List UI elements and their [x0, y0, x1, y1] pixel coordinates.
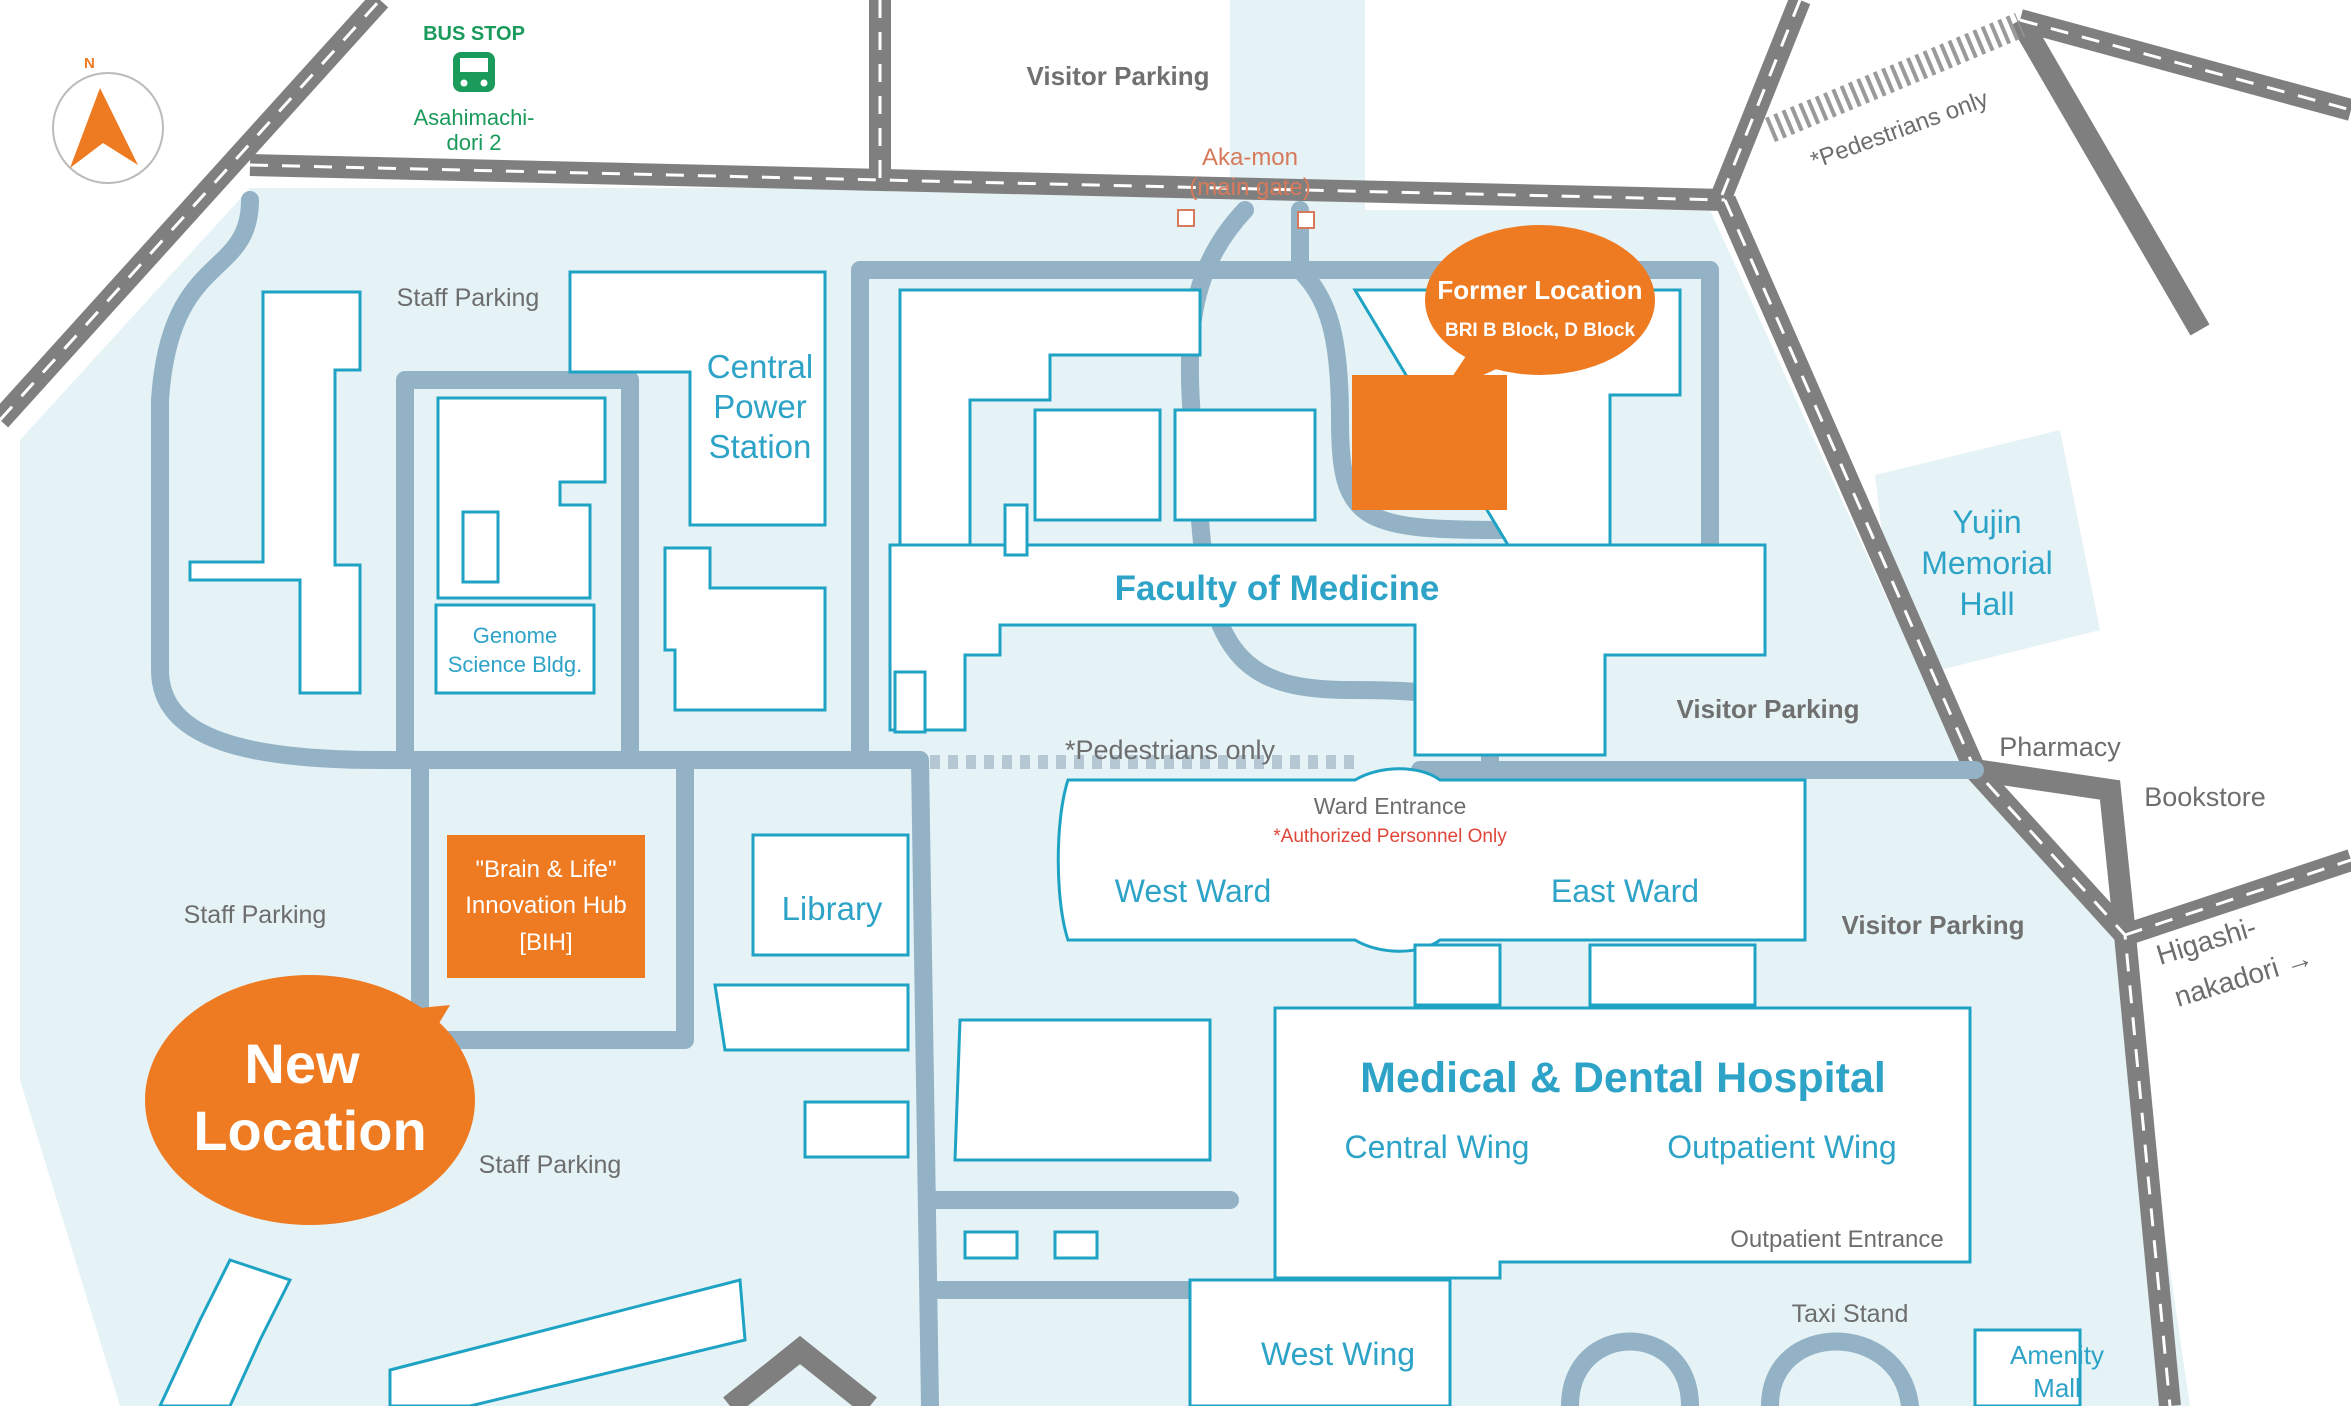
ward-building [1056, 767, 1807, 953]
ward-link-a [1413, 943, 1502, 1007]
new-location-line2: Location [193, 1099, 426, 1162]
west-wing-label: West Wing [1261, 1336, 1415, 1372]
visitor-parking-mid-label: Visitor Parking [1676, 694, 1859, 724]
authorized-personnel-label: *Authorized Personnel Only [1273, 826, 1507, 847]
new-location-line1: New [244, 1032, 360, 1095]
amenity-label-line1: Amenity [2010, 1340, 2104, 1370]
bih-line1: "Brain & Life" [475, 856, 616, 883]
former-location-callout: Former Location BRI B Block, D Block [1425, 225, 1655, 395]
small-building-b [963, 1230, 1019, 1260]
faculty-annex [893, 670, 927, 734]
amenity-mall-building [1973, 1328, 2082, 1406]
gate-post-left [1177, 209, 1195, 227]
genome-label-line1: Genome [473, 623, 557, 648]
genome-label-line2: Science Bldg. [448, 652, 583, 677]
building-left [188, 290, 362, 695]
central-power-station-building [568, 270, 827, 527]
visitor-parking-top-label: Visitor Parking [1026, 61, 1209, 91]
south-building-b [388, 1278, 747, 1406]
bih-building [447, 835, 645, 978]
former-location-block [1352, 375, 1507, 510]
west-ward-label: West Ward [1115, 873, 1271, 909]
genome-science-building [434, 603, 596, 695]
central-power-label-line2: Power [713, 388, 807, 425]
bih-line3: [BIH] [519, 929, 572, 956]
buildings [158, 270, 2082, 1406]
staff-parking-top-label: Staff Parking [397, 284, 540, 312]
compass: N [52, 55, 164, 184]
yujin-hall-ground [1875, 430, 2100, 680]
ward-link-b [1588, 943, 1757, 1007]
ward-entrance-label: Ward Entrance [1314, 793, 1467, 819]
yujin-label-line1: Yujin [1952, 504, 2021, 540]
south-building-a [158, 1258, 293, 1406]
taxi-stand-label: Taxi Stand [1792, 1300, 1909, 1328]
new-location-callout: New Location [145, 975, 475, 1225]
former-location-title: Former Location [1437, 275, 1642, 305]
gate-label-line1: Aka-mon [1202, 144, 1298, 171]
outpatient-entrance-label: Outpatient Entrance [1730, 1226, 1943, 1253]
genome-annex [461, 510, 500, 584]
building-central-low [663, 546, 827, 712]
library-building [751, 833, 910, 957]
central-power-label-line1: Central [707, 348, 813, 385]
faculty-small-block [1003, 503, 1029, 557]
staff-parking-left-label: Staff Parking [184, 901, 327, 929]
staff-parking-bottom-label: Staff Parking [479, 1151, 622, 1179]
bus-stop-title: BUS STOP [423, 23, 525, 45]
medical-dental-hospital [1273, 1006, 1972, 1280]
north-arrow-icon [70, 88, 138, 168]
bih-line2: Innovation Hub [465, 892, 626, 919]
gate-label-line2: (main gate) [1189, 174, 1310, 201]
bus-icon [453, 52, 495, 92]
gate-post-right [1297, 211, 1315, 229]
bus-stop-name-line2: dori 2 [446, 130, 501, 155]
bih-label: "Brain & Life" Innovation Hub [BIH] [465, 856, 626, 956]
visitor-parking-right-label: Visitor Parking [1841, 910, 2024, 940]
central-power-label-line3: Station [709, 428, 812, 465]
pedestrians-only-mid-label: *Pedestrians only [1065, 735, 1276, 765]
library-annex [713, 983, 910, 1052]
yujin-label-line3: Hall [1959, 586, 2014, 622]
hospital-label: Medical & Dental Hospital [1360, 1054, 1886, 1102]
bus-stop-name-line1: Asahimachi- [413, 105, 534, 130]
faculty-block-a [1033, 408, 1162, 522]
central-wing-label: Central Wing [1345, 1129, 1530, 1165]
faculty-of-medicine-main [888, 543, 1767, 757]
library-label: Library [782, 890, 883, 927]
building-labels: Central Power Station Genome Science Bld… [448, 348, 2104, 1403]
amenity-label-line2: Mall [2033, 1373, 2081, 1403]
west-wing-building [1188, 1278, 1452, 1406]
pharmacy-label: Pharmacy [1999, 732, 2121, 762]
small-building-c [1053, 1230, 1099, 1260]
east-ward-label: East Ward [1551, 873, 1699, 909]
building-south-central [953, 1018, 1212, 1162]
bus-stop: BUS STOP Asahimachi- dori 2 [413, 23, 534, 155]
small-building-a [803, 1100, 910, 1159]
faculty-block-b [1173, 408, 1317, 522]
outpatient-wing-label: Outpatient Wing [1667, 1129, 1896, 1165]
pedestrians-only-top-label: *Pedestrians only [1807, 85, 1992, 174]
compass-north-label: N [84, 55, 95, 72]
former-location-subtitle: BRI B Block, D Block [1445, 320, 1635, 341]
yujin-label-line2: Memorial [1921, 545, 2053, 581]
bookstore-label: Bookstore [2144, 782, 2266, 812]
faculty-of-medicine-label: Faculty of Medicine [1115, 569, 1440, 608]
main-gate: Aka-mon (main gate) [1177, 144, 1315, 229]
